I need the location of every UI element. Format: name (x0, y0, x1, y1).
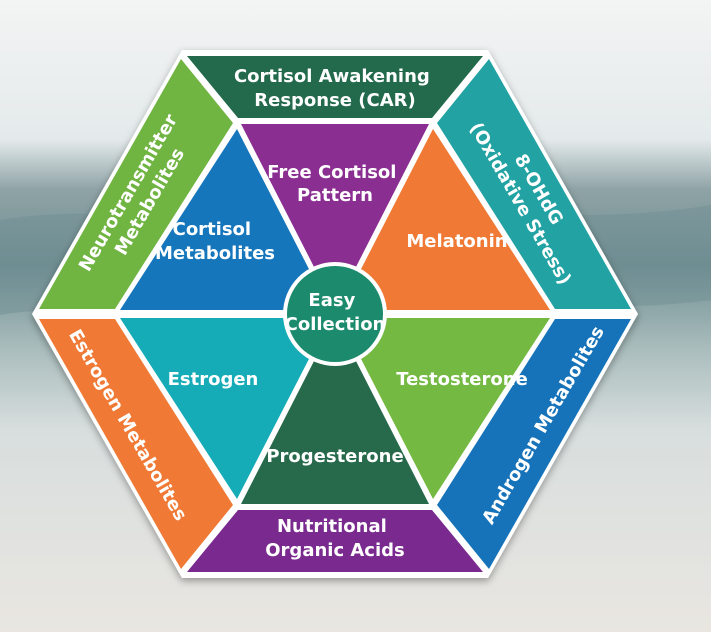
outer-bottom-label-line1: Nutritional (277, 516, 387, 537)
inner-section-bottom-shape (241, 320, 429, 504)
inner-upper-right-label-line1: Melatonin (406, 231, 507, 252)
outer-bottom-label: Nutritional Organic Acids (265, 516, 405, 561)
center-label: Easy Collection (285, 290, 386, 335)
center-label-line2: Collection (285, 314, 386, 335)
outer-top-label-line1: Cortisol Awakening (234, 66, 430, 87)
inner-top-label: Free Cortisol Pattern (267, 162, 402, 206)
inner-section-top-shape (241, 124, 429, 308)
inner-section-upper-left-shape (120, 129, 330, 310)
inner-lower-left-label-line1: Estrogen (168, 369, 259, 390)
inner-top-label-line2: Pattern (297, 185, 373, 206)
center-circle-fill (287, 266, 383, 362)
outer-bottom-label-line2: Organic Acids (265, 540, 405, 561)
outer-section-bottom-shape (187, 510, 483, 572)
outer-top-label-line2: Response (CAR) (254, 90, 416, 111)
outer-section-upper-right-shape (437, 59, 631, 309)
outer-section-upper-left-shape (39, 59, 233, 309)
inner-lower-right-label-line1: Testosterone (396, 369, 528, 390)
inner-lower-right-label: Testosterone (396, 369, 528, 390)
inner-lower-left-label: Estrogen (168, 369, 259, 390)
inner-upper-right-label: Melatonin (406, 231, 507, 252)
center-label-line1: Easy (308, 290, 355, 311)
inner-section-lower-left-shape (120, 318, 330, 499)
inner-top-label-line1: Free Cortisol (267, 162, 396, 183)
outer-section-lower-left-shape (39, 319, 233, 569)
inner-section-lower-right-shape (340, 318, 550, 499)
inner-upper-left-label-line1: Cortisol (173, 219, 251, 240)
inner-bottom-label: Progesterone (266, 446, 403, 467)
outer-top-label: Cortisol Awakening Response (CAR) (234, 66, 436, 111)
inner-upper-left-label: Cortisol Metabolites (155, 219, 275, 264)
inner-bottom-label-line1: Progesterone (266, 446, 403, 467)
outer-section-top-shape (187, 56, 483, 118)
inner-section-upper-right-shape (340, 129, 550, 310)
outer-section-lower-right-shape (437, 319, 631, 569)
inner-upper-left-label-line2: Metabolites (155, 243, 275, 264)
